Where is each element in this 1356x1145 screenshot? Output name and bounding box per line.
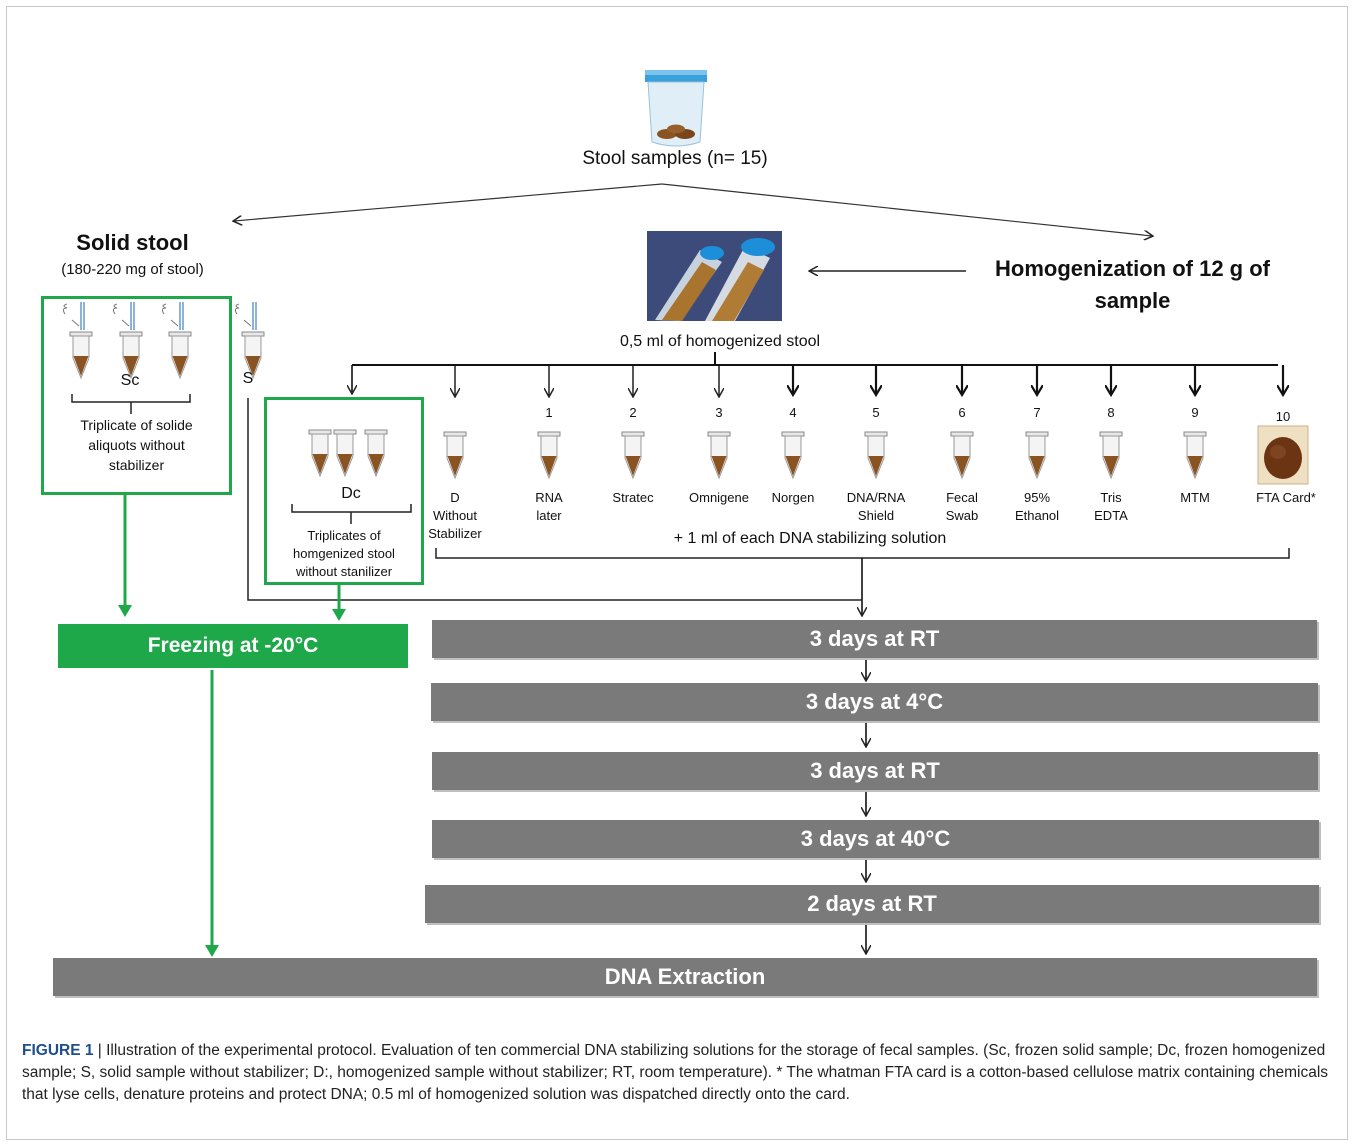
tube-4 [781,431,805,479]
homogenization-title-2: sample [1094,288,1171,313]
tube-name-1-1: later [536,508,562,523]
tube-name-0-0: D [450,490,460,505]
solid-stool-subtitle: (180-220 mg of stool) [61,261,204,278]
caption-label: FIGURE 1 [22,1042,94,1059]
homogenized-stool-photo [647,231,782,321]
tube-7 [1025,431,1049,479]
protocol-diagram [62,70,1309,957]
sc-label: Sc [120,372,140,389]
homogenization-title-1: Homogenization of 12 g of [995,256,1270,281]
dc-label: Dc [341,485,361,502]
tube-5 [864,431,888,479]
tube-6 [950,431,974,479]
triplicate-line-1: Triplicate of solide [80,417,193,433]
tube-number-9: 9 [1191,405,1199,420]
step-box-3: 3 days at RT [432,752,1318,790]
tube-number-1: 1 [545,405,553,420]
s-line [247,398,862,601]
stool-samples-label: Stool samples (n= 15) [582,148,768,169]
dc-text-3: without stanilizer [295,564,393,579]
tube-name-8-1: EDTA [1094,508,1128,523]
tube-number-6: 6 [958,405,966,420]
tube-name-0-1: Without [432,508,478,523]
tube-name-8-0: Tris [1100,490,1122,505]
freezing-box: Freezing at -20°C [58,624,408,668]
stabilizer-bracket [435,548,1290,559]
tube-name-10-0: FTA Card* [1256,490,1316,505]
triplicate-line-3: stabilizer [108,457,165,473]
dc-bracket [291,504,412,524]
figure-caption: FIGURE 1 | Illustration of the experimen… [22,1040,1336,1106]
step-box-1: 3 days at RT [432,620,1317,658]
tube-name-7-0: 95% [1023,490,1051,505]
tube-name-5-1: Shield [857,508,895,523]
caption-separator: | [93,1042,107,1059]
tube-name-2-0: Stratec [612,490,654,505]
tube-name-5-0: DNA/RNA [846,490,906,505]
tube-number-2: 2 [629,405,637,420]
fta-card-icon [1257,425,1309,485]
tube-name-6-1: Swab [945,508,979,523]
step-box-2: 3 days at 4°C [431,683,1318,721]
step-box-5: 2 days at RT [425,885,1319,923]
stabilizer-tubes [443,431,1207,479]
tube-number-4: 4 [789,405,797,420]
tube-name-7-1: Ethanol [1014,508,1060,523]
stool-jar-icon [645,70,707,147]
tube-number-3: 3 [715,405,723,420]
dc-text-2: homgenized stool [293,546,395,561]
arrow-to-solid [234,183,663,221]
tube-number-7: 7 [1033,405,1041,420]
tube-0 [443,431,467,479]
tube-name-1-0: RNA [535,490,563,505]
tube-number-8: 8 [1107,405,1115,420]
tube-9 [1183,431,1207,479]
tube-3 [707,431,731,479]
tube-name-4-0: Norgen [771,490,815,505]
half-ml-label: 0,5 ml of homogenized stool [619,333,821,350]
dna-extraction-box: DNA Extraction [53,958,1317,996]
solid-box [41,296,232,495]
tube-8 [1099,431,1123,479]
tube-name-9-0: MTM [1180,490,1210,505]
figure-frame [6,6,1348,1140]
tube-number-5: 5 [872,405,880,420]
plus-solution-label: + 1 ml of each DNA stabilizing solution [673,530,947,547]
sc-bracket [71,394,191,414]
step-box-4: 3 days at 40°C [432,820,1319,858]
triplicate-line-2: aliquots without [88,437,185,453]
distribution-arrows [352,365,1283,396]
tube-name-0-2: Stabilizer [428,526,482,541]
arrow-to-homog [661,183,1152,236]
dc-box [264,397,424,585]
caption-text: Illustration of the experimental protoco… [22,1042,1329,1103]
tube-number-10: 10 [1275,409,1291,424]
s-label: S [242,370,254,387]
solid-stool-title: Solid stool [76,230,189,255]
tube-name-6-0: Fecal [946,490,978,505]
dc-text-1: Triplicates of [307,528,381,543]
tube-2 [621,431,645,479]
tube-name-3-0: Omnigene [689,490,749,505]
tube-1 [537,431,561,479]
